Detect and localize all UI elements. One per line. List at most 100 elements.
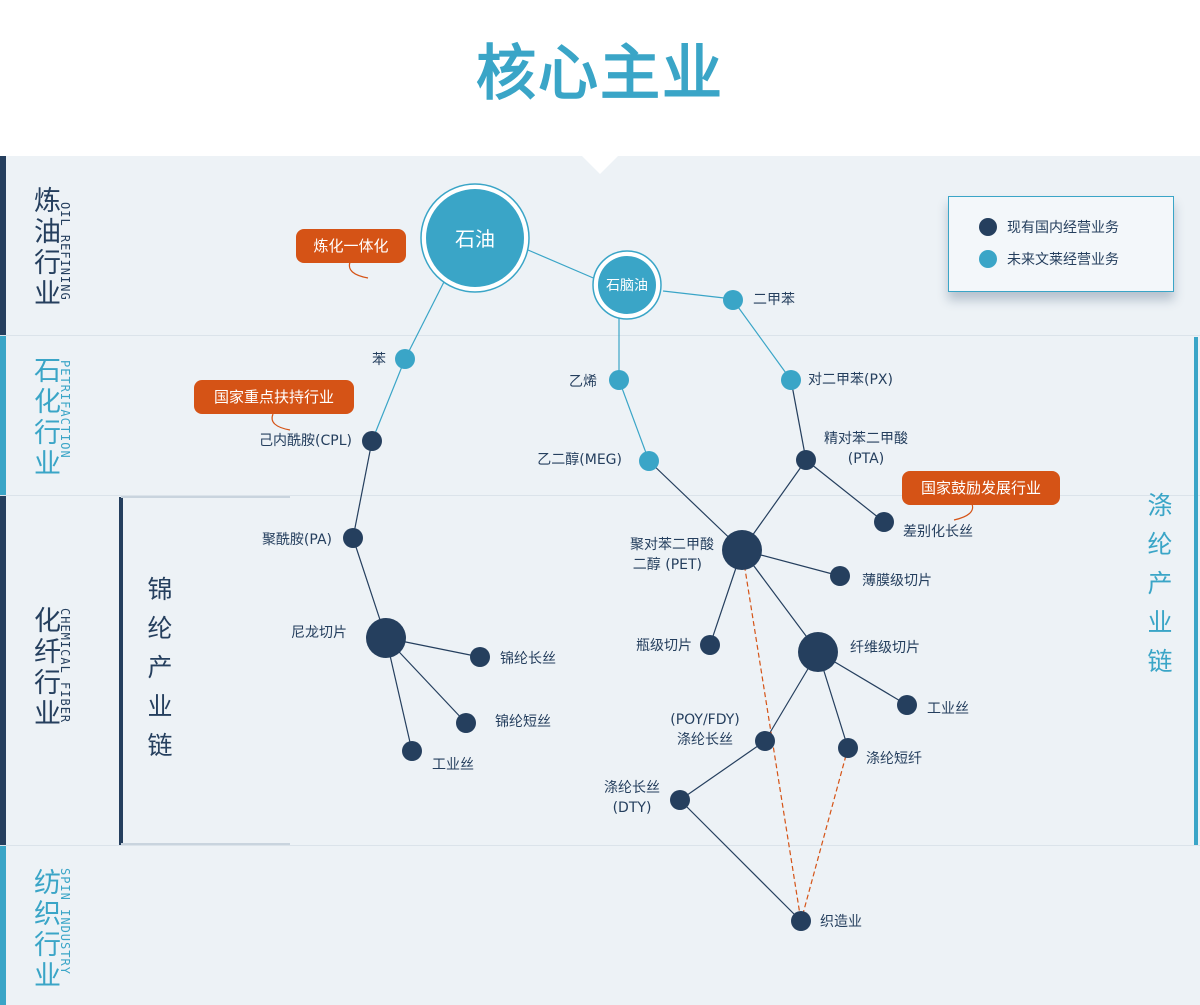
node-xylene [723, 290, 743, 310]
node-polyester-staple [838, 738, 858, 758]
edge [618, 379, 650, 462]
callout-integration: 炼化一体化 [296, 229, 406, 263]
panel-notch [582, 156, 618, 174]
legend-item-domestic: 现有国内经营业务 [979, 217, 1119, 237]
band-bar-oil [0, 156, 6, 335]
callout-encouraged: 国家鼓励发展行业 [902, 471, 1060, 505]
label-pta-line1: 精对苯二甲酸 [824, 430, 908, 447]
callout-key-support: 国家重点扶持行业 [194, 380, 354, 414]
legend-dot-future [979, 250, 997, 268]
label-polyester-industrial: 工业丝 [927, 701, 969, 717]
label-meg: 乙二醇(MEG) [537, 451, 622, 468]
page-title: 核心主业 [476, 39, 724, 109]
chain-label-polyester: 涤纶产业链 [1144, 492, 1173, 687]
edges [352, 249, 908, 922]
label-fiber-chip: 纤维级切片 [850, 640, 920, 656]
label-px: 对二甲苯(PX) [808, 371, 893, 388]
label-naphtha: 石脑油 [606, 278, 648, 294]
node-film-chip [830, 566, 850, 586]
label-pet-line2: 二醇 (PET) [633, 556, 702, 573]
edge [648, 460, 743, 551]
chain-label-nylon: 锦纶产业链 [144, 576, 173, 771]
label-nylon-staple: 锦纶短丝 [495, 713, 551, 730]
node-weaving [791, 911, 811, 931]
node-polyester-industrial [897, 695, 917, 715]
legend-item-future: 未来文莱经营业务 [979, 249, 1119, 269]
label-poy-line1: (POY/FDY) [670, 712, 740, 728]
callout-pointer [348, 261, 369, 279]
node-nylon-staple [456, 713, 476, 733]
label-film-chip: 薄膜级切片 [862, 573, 932, 589]
label-cpl: 己内酰胺(CPL) [259, 433, 352, 449]
node-benzene [395, 349, 415, 369]
node-nylon-filament [470, 647, 490, 667]
edge [404, 269, 451, 360]
edge [790, 379, 807, 461]
node-nylon-chip [366, 618, 406, 658]
label-bottle-chip: 瓶级切片 [636, 638, 692, 654]
label-xylene: 二甲苯 [753, 291, 795, 308]
edge [371, 358, 406, 442]
header: 核心主业 [0, 0, 1200, 156]
band-subtitle-fiber: CHEMICAL FIBER [58, 608, 72, 724]
node-bottle-chip [700, 635, 720, 655]
label-benzene: 苯 [372, 351, 386, 368]
node-fiber-chip [798, 632, 838, 672]
callout-pointer [271, 413, 291, 431]
label-ethylene: 乙烯 [569, 374, 597, 390]
band-divider [0, 335, 1200, 336]
node-ethylene [609, 370, 629, 390]
label-dty-line2: (DTY) [613, 800, 652, 816]
edge [679, 799, 802, 922]
label-pet-line1: 聚对苯二甲酸 [630, 536, 714, 553]
label-nylon-chip: 尼龙切片 [291, 625, 347, 641]
edge [805, 459, 885, 523]
legend: 现有国内经营业务 未来文莱经营业务 [948, 196, 1174, 292]
label-pta-line2: (PTA) [848, 451, 884, 467]
edge [662, 290, 734, 300]
band-subtitle-petro: PETRIFACTION [58, 360, 72, 459]
callout-pointer [953, 503, 974, 521]
edge [527, 249, 599, 281]
node-pta [796, 450, 816, 470]
label-weaving: 织造业 [820, 914, 862, 930]
band-subtitle-oil: OIL REFINING [58, 202, 72, 301]
edge [352, 440, 373, 539]
band-bar-fiber [0, 496, 6, 845]
legend-label-future: 未来文莱经营业务 [1007, 252, 1119, 268]
band-divider [0, 495, 1200, 496]
node-naphtha [592, 250, 662, 320]
band-bar-spin [0, 846, 6, 1005]
label-dty-line1: 涤纶长丝 [604, 780, 660, 796]
label-diff-filament: 差别化长丝 [903, 524, 973, 540]
band-subtitle-spin: SPIN INDUSTRY [58, 868, 72, 975]
node-cpl [362, 431, 382, 451]
label-nylon-filament: 锦纶长丝 [500, 650, 556, 667]
edge [679, 740, 766, 801]
node-px [781, 370, 801, 390]
label-crude-oil: 石油 [455, 227, 495, 251]
dashed-edge [800, 747, 849, 922]
node-poy [755, 731, 775, 751]
node-crude-oil [420, 183, 530, 293]
node-nylon-industrial [402, 741, 422, 761]
legend-label-domestic: 现有国内经营业务 [1007, 220, 1119, 236]
node-meg [639, 451, 659, 471]
edge [741, 549, 819, 653]
band-bar-petro [0, 336, 6, 495]
label-pa: 聚酰胺(PA) [262, 532, 332, 548]
label-polyester-staple: 涤纶短纤 [866, 751, 922, 767]
edge [732, 299, 792, 381]
label-poy-line2: 涤纶长丝 [677, 732, 733, 748]
band-title-petro: 石化行业 [29, 356, 60, 480]
label-nylon-industrial: 工业丝 [432, 757, 474, 773]
band-title-oil: 炼油行业 [29, 186, 60, 310]
node-pet [722, 530, 762, 570]
node-diff-filament [874, 512, 894, 532]
band-title-fiber: 化纤行业 [29, 606, 60, 730]
band-divider [0, 845, 1200, 846]
legend-dot-domestic [979, 218, 997, 236]
node-dty [670, 790, 690, 810]
band-title-spin: 纺织行业 [29, 868, 60, 992]
